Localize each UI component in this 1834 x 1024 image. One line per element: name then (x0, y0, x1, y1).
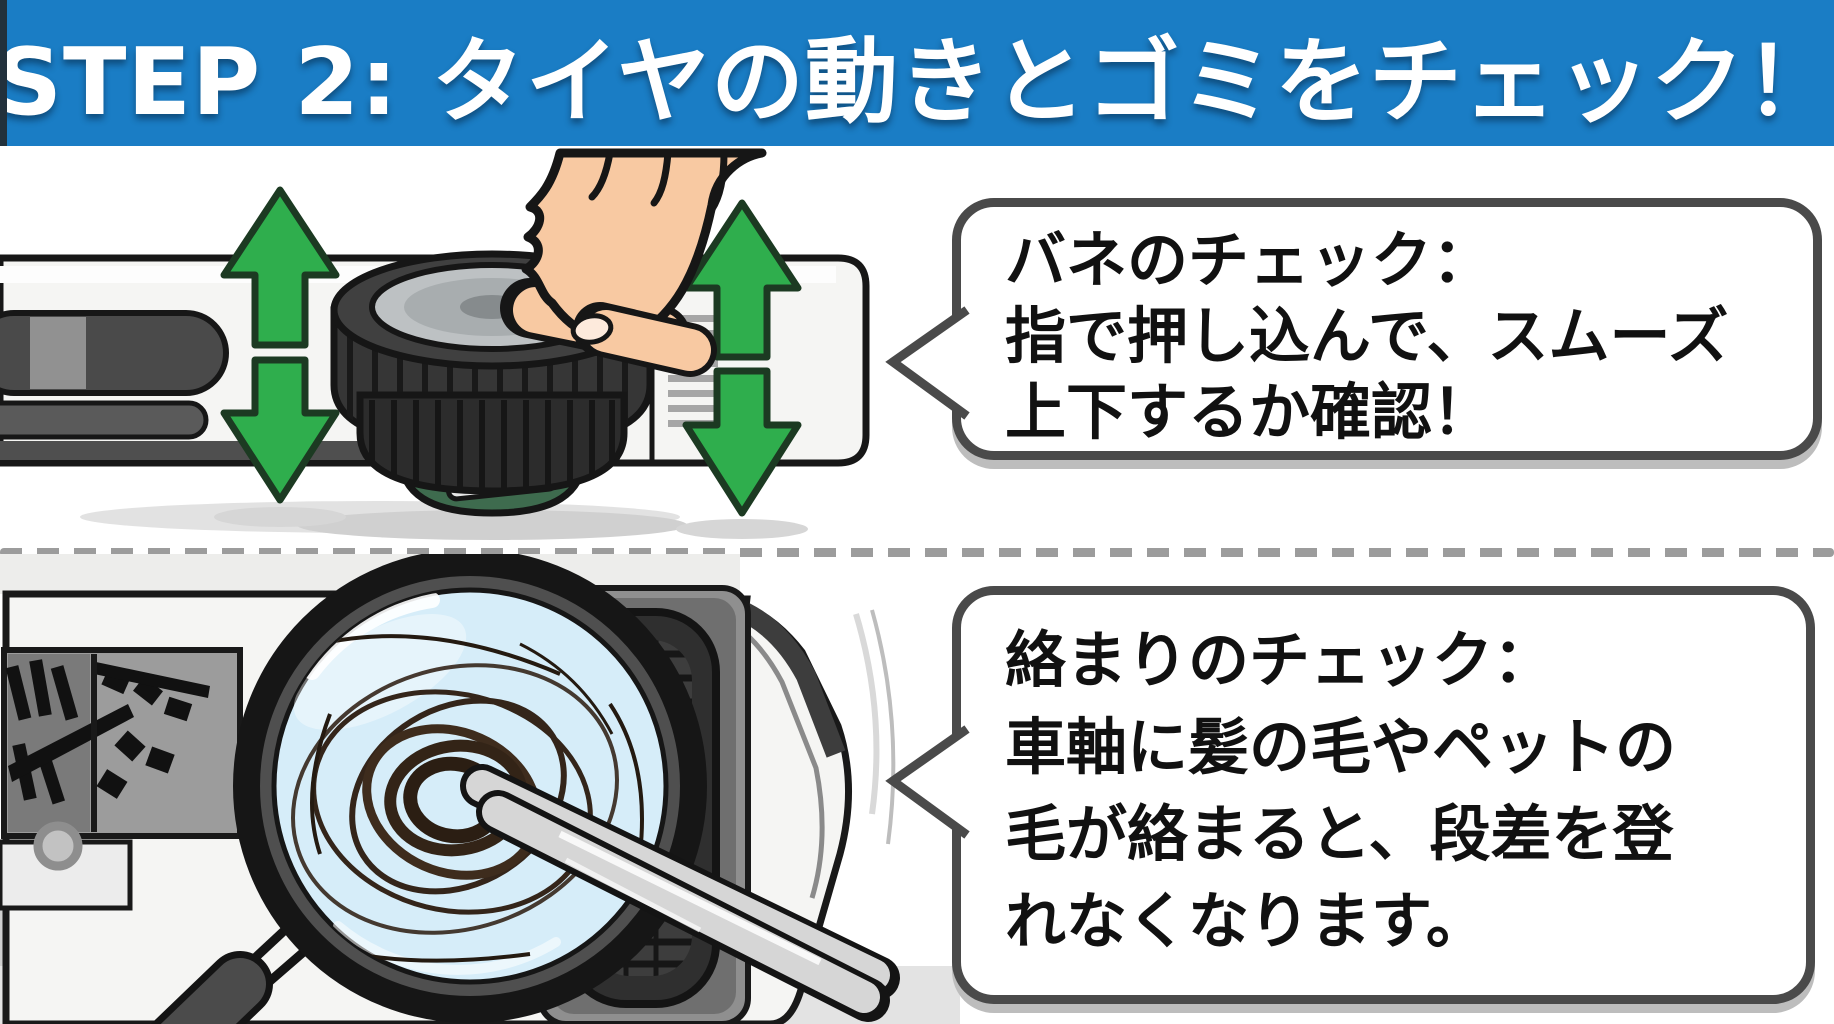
bubble-tail-icon (885, 725, 970, 839)
dashed-divider (0, 548, 1834, 557)
spring-check-illustration (0, 148, 870, 540)
bubble-line: 指で押し込んで、スムーズ (1005, 301, 1729, 372)
speech-bubble-tangle-check: 絡まりのチェック： 車軸に髪の毛やペットの 毛が絡まると、段差を登 れなくなりま… (885, 586, 1815, 1004)
tweezers-icon (460, 764, 900, 1022)
screen-edge-strip (0, 0, 7, 146)
brush-assembly-icon (0, 647, 243, 911)
wheel-shadow (297, 510, 687, 540)
bubble-line: 絡まりのチェック： (1005, 625, 1555, 696)
pressing-finger-icon (500, 148, 767, 377)
step-title: STEP 2: タイヤの動きとゴミをチェック！ (0, 27, 1834, 136)
side-slot-small (0, 400, 209, 440)
bubble-line: 毛が絡まると、段差を登 (1005, 799, 1674, 870)
bubble-line: 上下するか確認！ (1005, 377, 1494, 448)
caster-circle (33, 821, 83, 871)
bubble-line: れなくなります。 (1005, 886, 1487, 957)
speech-bubble-spring-check: バネのチェック： 指で押し込んで、スムーズ 上下するか確認！ (885, 198, 1822, 460)
header-banner: STEP 2: タイヤの動きとゴミをチェック！ (0, 0, 1834, 146)
bubble-tail-icon (885, 306, 970, 420)
bubble-line: 車軸に髪の毛やペットの (1005, 712, 1677, 783)
bubble-line: バネのチェック： (1005, 225, 1494, 296)
tangle-check-illustration (0, 554, 960, 1024)
up-down-arrows-left-icon (214, 186, 346, 527)
up-down-arrows-right-icon (676, 199, 808, 539)
